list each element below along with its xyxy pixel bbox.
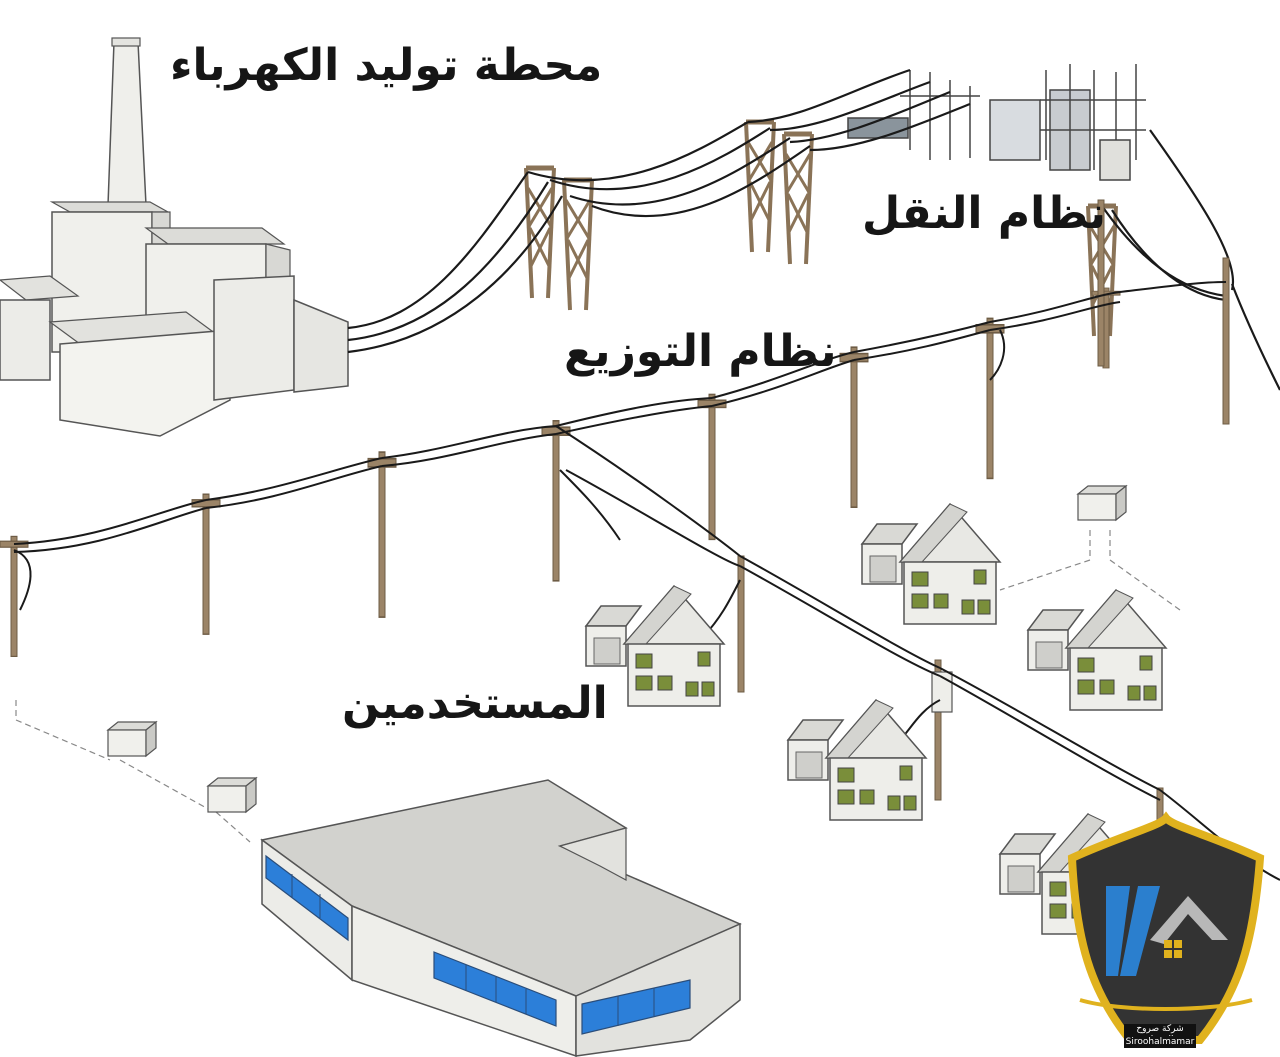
factory-building — [260, 779, 742, 1057]
logo-roof-icon — [1150, 896, 1228, 944]
power-plant — [0, 37, 349, 437]
house-4 — [787, 699, 927, 821]
distribution-label: نظام التوزيع — [564, 326, 837, 377]
company-logo — [1067, 811, 1265, 1044]
logo-bar-icon — [1106, 886, 1130, 976]
consumers-label: المستخدمين — [342, 678, 608, 729]
house-2 — [861, 503, 1001, 625]
transmission-tower-2 — [746, 122, 812, 264]
power-plant-label: محطة توليد الكهرباء — [170, 40, 603, 91]
house-3 — [1027, 589, 1167, 711]
transmission-label: نظام النقل — [862, 188, 1106, 239]
distribution-poles — [0, 199, 1230, 829]
substation — [847, 64, 1146, 181]
meter-box-2 — [207, 777, 257, 813]
meter-box-1 — [107, 721, 157, 757]
underground-lines — [15, 530, 1181, 843]
transmission-tower-1 — [526, 168, 592, 310]
meter-box-3 — [1077, 485, 1127, 521]
transmission-wires — [347, 68, 1280, 391]
logo-name-english: Siroohalmamar — [1124, 1036, 1196, 1048]
distribution-wires — [13, 281, 1280, 881]
